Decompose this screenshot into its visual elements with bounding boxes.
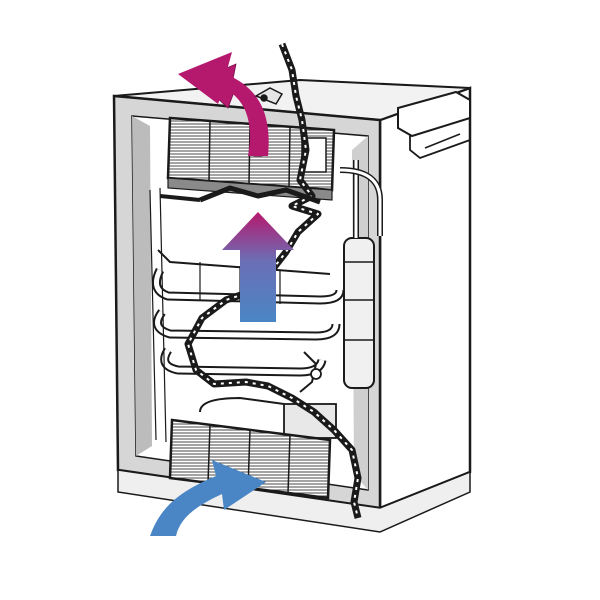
top-bracket xyxy=(397,90,471,160)
intake-arrow xyxy=(150,460,266,536)
exhaust-arrow xyxy=(178,52,269,157)
convection-arrow xyxy=(222,212,294,322)
cutaway-edge xyxy=(159,42,362,519)
mount-detail xyxy=(254,87,284,105)
lower-vent-grille xyxy=(168,418,332,500)
frame-strips xyxy=(149,187,167,443)
